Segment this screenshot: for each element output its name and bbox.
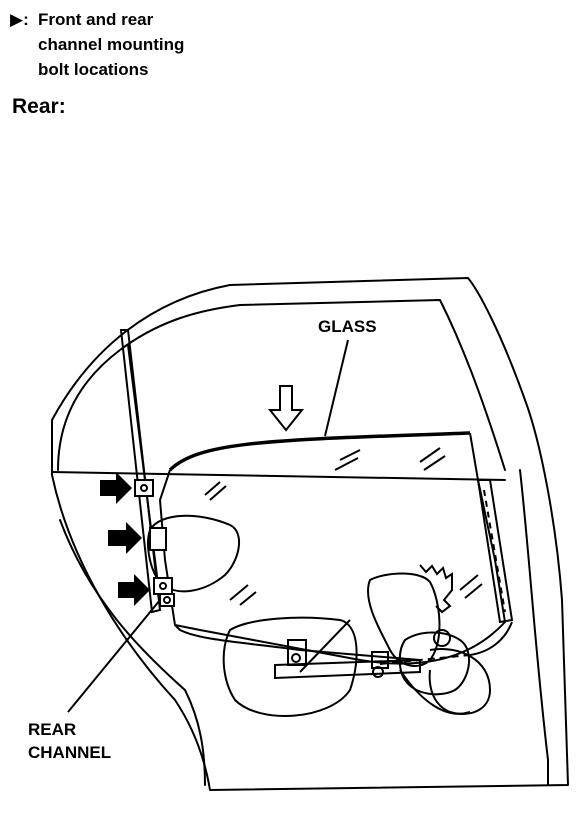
belt-line (51, 471, 506, 481)
door-inner-lower (59, 519, 206, 786)
legend-line-2: channel mounting (38, 35, 185, 54)
legend-line-1: Front and rear (38, 10, 154, 29)
window-frame (57, 299, 506, 471)
regulator-cable (174, 624, 421, 661)
bolt-location-arrow-upper (100, 472, 132, 504)
glass-label: GLASS (318, 317, 377, 336)
bolt-location-arrow-lower (118, 574, 150, 606)
glass-direction-arrow (267, 385, 305, 432)
glass-top-edge (168, 431, 471, 472)
glass-leader-line (324, 339, 349, 437)
legend-line-3: bolt locations (38, 60, 149, 79)
bolt-location-arrow-middle (108, 522, 142, 554)
regulator-panel (222, 616, 358, 717)
rear-channel-label-line-1: REAR (28, 720, 76, 739)
section-title: Rear: (12, 95, 66, 118)
rear-channel-label-line-2: CHANNEL (28, 743, 111, 762)
gear-teeth (419, 564, 453, 614)
arrow-marker-icon: ▶: (10, 10, 29, 29)
rear-channel-right-rail (476, 479, 514, 624)
mounting-bolt-middle (149, 527, 167, 551)
door-outer-outline (51, 277, 569, 791)
rear-channel-rail (119, 329, 162, 614)
glass-outline (158, 432, 507, 665)
rear-channel-leader-line (67, 599, 161, 713)
access-hole (147, 514, 241, 593)
legend: ▶: Front and rear channel mounting bolt … (10, 7, 184, 82)
